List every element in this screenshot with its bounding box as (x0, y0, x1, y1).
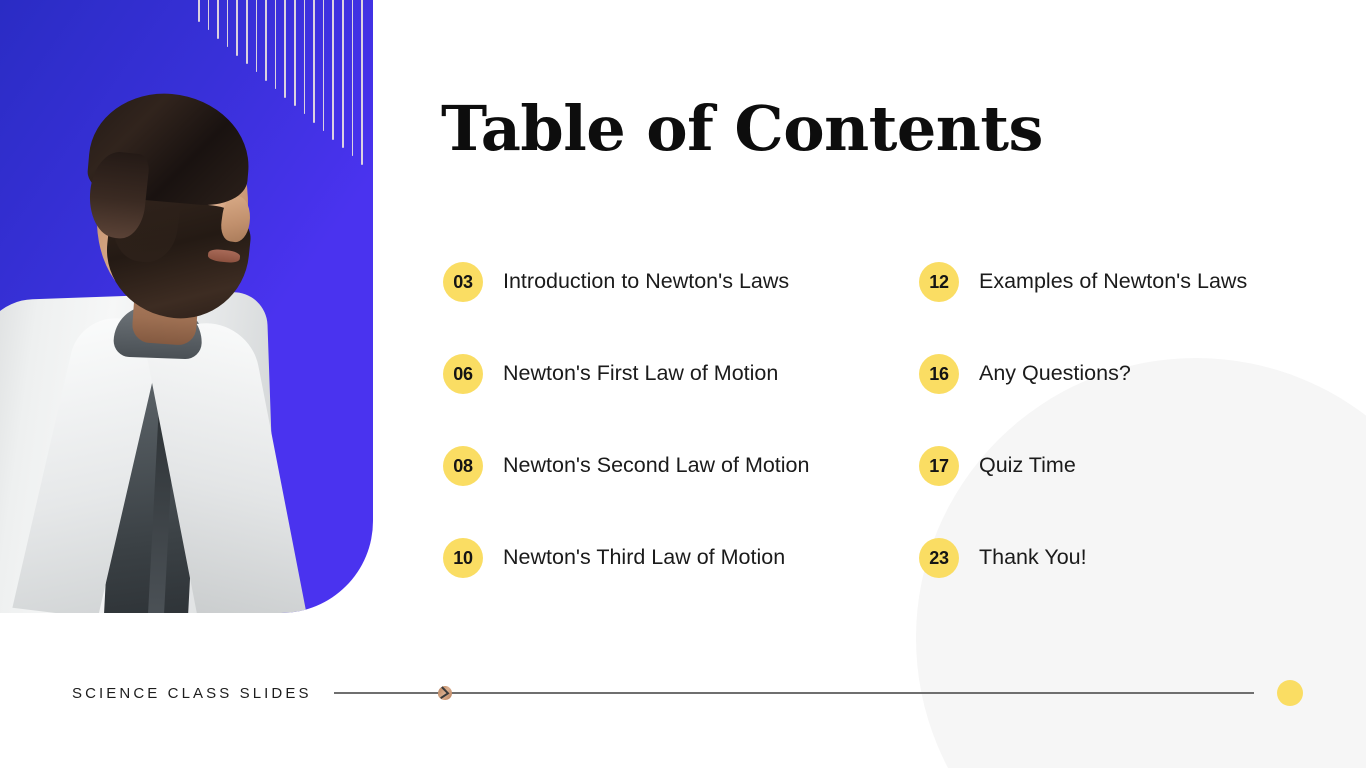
list-item-label: Newton's First Law of Motion (503, 361, 779, 386)
list-item-label: Quiz Time (979, 453, 1076, 478)
page-number-badge: 08 (443, 446, 483, 486)
list-item[interactable]: 16 Any Questions? (919, 354, 1303, 394)
page-title: Table of Contents (441, 92, 1043, 165)
dot-marker-icon (1276, 680, 1303, 706)
footer-label: SCIENCE CLASS SLIDES (72, 684, 312, 702)
list-item-label: Any Questions? (979, 361, 1131, 386)
page-number-badge: 12 (919, 262, 959, 302)
list-item-label: Thank You! (979, 545, 1087, 570)
list-item[interactable]: 08 Newton's Second Law of Motion (443, 446, 883, 486)
toc-column-left: 03 Introduction to Newton's Laws 06 Newt… (443, 262, 883, 578)
arrow-head-icon (436, 685, 453, 701)
footer-rule-line (333, 692, 1254, 694)
page-number-badge: 06 (443, 354, 483, 394)
page-number-badge: 10 (443, 538, 483, 578)
arrow-right-icon (333, 685, 1264, 701)
page-number-badge: 03 (443, 262, 483, 302)
slide-footer: SCIENCE CLASS SLIDES (72, 678, 1303, 708)
list-item[interactable]: 12 Examples of Newton's Laws (919, 262, 1303, 302)
list-item-label: Introduction to Newton's Laws (503, 269, 790, 294)
list-item[interactable]: 10 Newton's Third Law of Motion (443, 538, 883, 578)
list-item[interactable]: 23 Thank You! (919, 538, 1303, 578)
list-item[interactable]: 17 Quiz Time (919, 446, 1303, 486)
table-of-contents: 03 Introduction to Newton's Laws 06 Newt… (443, 262, 1303, 578)
list-item[interactable]: 03 Introduction to Newton's Laws (443, 262, 883, 302)
photo-frame (0, 0, 373, 613)
toc-column-right: 12 Examples of Newton's Laws 16 Any Ques… (919, 262, 1303, 578)
list-item[interactable]: 06 Newton's First Law of Motion (443, 354, 883, 394)
list-item-label: Newton's Third Law of Motion (503, 545, 786, 570)
page-number-badge: 16 (919, 354, 959, 394)
list-item-label: Newton's Second Law of Motion (503, 453, 810, 478)
page-number-badge: 23 (919, 538, 959, 578)
page-number-badge: 17 (919, 446, 959, 486)
man-in-lab-coat-photo (0, 84, 307, 613)
list-item-label: Examples of Newton's Laws (979, 269, 1248, 294)
